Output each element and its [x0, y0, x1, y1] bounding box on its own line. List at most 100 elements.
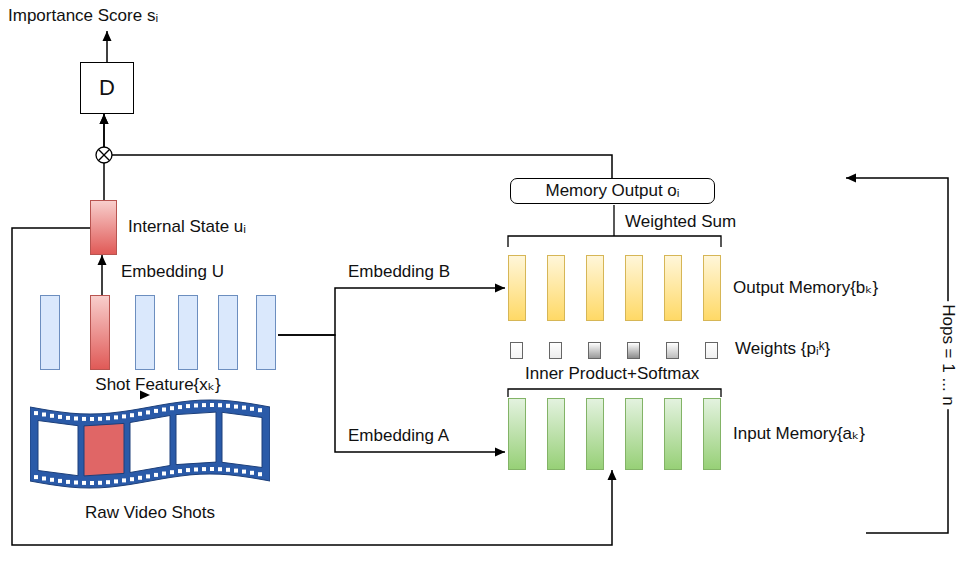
film-strip-drawing — [30, 395, 270, 495]
sprocket-hole — [146, 410, 150, 414]
sprocket-hole — [130, 413, 134, 417]
sprocket-hole — [122, 414, 126, 418]
sprocket-hole — [82, 417, 86, 421]
sprocket-hole — [234, 405, 238, 409]
film-frame — [130, 416, 170, 473]
sprocket-hole — [226, 468, 230, 472]
sprocket-hole — [170, 406, 174, 410]
sprocket-hole — [74, 481, 78, 485]
weights-group: Weights {pᵢᵏ} — [505, 342, 723, 359]
shot-feature-bar — [218, 295, 238, 370]
connector — [12, 228, 612, 545]
memory-slot — [703, 398, 721, 470]
decoder-box: D — [80, 62, 134, 114]
film-body — [30, 400, 270, 488]
hops-bracket — [846, 178, 948, 533]
sprocket-hole — [90, 481, 94, 485]
sprocket-hole — [146, 474, 150, 478]
sprocket-hole — [138, 476, 142, 480]
sprocket-hole — [106, 480, 110, 484]
shot-feature-bar — [90, 295, 110, 370]
weight-cell — [588, 342, 601, 359]
sprocket-hole — [66, 416, 70, 420]
sprocket-hole — [154, 473, 158, 477]
memory-slot — [625, 398, 643, 470]
sprocket-hole — [242, 470, 246, 474]
sprocket-hole — [82, 481, 86, 485]
film-frame — [38, 421, 78, 476]
memory-slot — [703, 255, 721, 321]
memory-output-box: Memory Output oᵢ — [510, 178, 715, 204]
sprocket-hole — [194, 468, 198, 472]
sprocket-hole — [42, 477, 46, 481]
weight-cell — [666, 342, 679, 359]
sprocket-hole — [50, 478, 54, 482]
sprocket-hole — [250, 471, 254, 475]
internal-state-label: Internal State uᵢ — [128, 217, 246, 237]
memory-output-label: Memory Output oᵢ — [521, 181, 704, 201]
weight-cell — [627, 342, 640, 359]
shot-feature-bar — [135, 295, 155, 370]
shot-feature-bars — [38, 295, 278, 370]
sprocket-hole — [202, 467, 206, 471]
sprocket-hole — [162, 472, 166, 476]
sprocket-hole — [234, 469, 238, 473]
sprocket-hole — [90, 417, 94, 421]
sprocket-hole — [74, 417, 78, 421]
memory-slot — [547, 255, 565, 321]
sprocket-hole — [98, 417, 102, 421]
sprocket-hole — [66, 480, 70, 484]
sprocket-hole — [114, 415, 118, 419]
memory-slot — [625, 255, 643, 321]
softmax-bracket — [508, 389, 721, 397]
film-frame — [84, 423, 124, 476]
connector — [101, 255, 103, 295]
shot-feature-bar — [40, 295, 60, 370]
sprocket-hole — [154, 409, 158, 413]
sprocket-hole — [58, 479, 62, 483]
annotation: Importance Score sᵢ — [5, 6, 161, 26]
memory-label: Output Memory{bₖ} — [733, 277, 878, 298]
sprocket-hole — [162, 408, 166, 412]
edge-label: Embedding U — [118, 262, 227, 282]
memory-slot — [547, 398, 565, 470]
hops-label: Hops = 1 ... n — [938, 301, 958, 409]
sprocket-hole — [202, 403, 206, 407]
film-frame — [176, 412, 216, 465]
film-strip: Raw Video Shots — [30, 395, 270, 523]
sprocket-hole — [114, 479, 118, 483]
input-memory-group: Input Memory{aₖ} — [505, 398, 723, 470]
sprocket-hole — [58, 415, 62, 419]
memory-label: Input Memory{aₖ} — [733, 423, 865, 444]
memory-slot — [586, 255, 604, 321]
connector — [104, 114, 612, 178]
annotation: Inner Product+Softmax — [522, 364, 702, 384]
connector — [278, 288, 505, 335]
internal-state-bar: Internal State uᵢ — [90, 200, 117, 255]
sprocket-hole — [34, 475, 38, 479]
film-label: Raw Video Shots — [30, 503, 270, 523]
sprocket-hole — [122, 478, 126, 482]
connector — [278, 335, 505, 452]
sprocket-hole — [50, 414, 54, 418]
sprocket-hole — [258, 472, 262, 476]
sprocket-hole — [210, 403, 214, 407]
annotation: Weighted Sum — [622, 212, 739, 232]
sprocket-hole — [138, 412, 142, 416]
sprocket-hole — [98, 481, 102, 485]
multiply-symbol — [96, 147, 112, 163]
film-frame — [222, 412, 262, 467]
sprocket-hole — [242, 406, 246, 410]
sprocket-hole — [250, 407, 254, 411]
shot-feature-bar — [256, 295, 276, 370]
sprocket-hole — [178, 469, 182, 473]
sprocket-hole — [194, 404, 198, 408]
shot-feature-label: Shot Feature{xₖ} — [38, 374, 278, 395]
weight-cell — [549, 342, 562, 359]
sprocket-hole — [178, 405, 182, 409]
sprocket-hole — [170, 470, 174, 474]
sprocket-hole — [186, 468, 190, 472]
sprocket-hole — [42, 413, 46, 417]
memory-slot — [664, 398, 682, 470]
